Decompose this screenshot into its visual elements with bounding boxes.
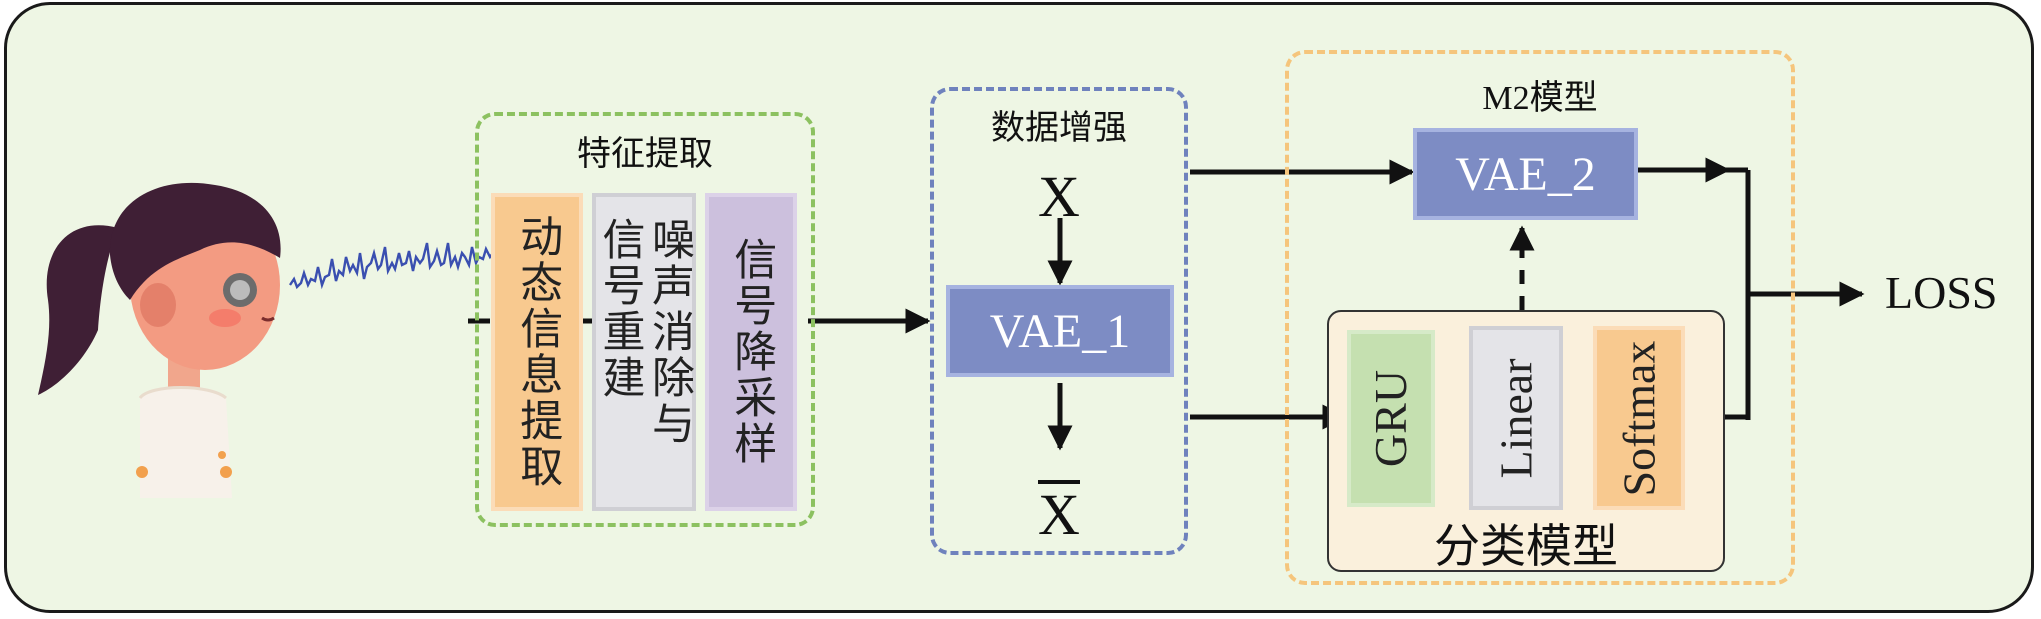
gru-layer: GRU <box>1347 330 1435 507</box>
classification-model-title: 分类模型 <box>1434 521 1618 572</box>
step-label: 噪声消除与信号重建 <box>596 217 693 447</box>
feature-extraction-group <box>475 112 815 527</box>
layer-label: GRU <box>1365 369 1417 468</box>
step-noise-removal-reconstruction: 噪声消除与信号重建 <box>592 193 696 511</box>
step-label: 信号降采样 <box>727 237 775 467</box>
m2-model-group <box>1285 50 1795 585</box>
loss-label: LOSS <box>1885 267 1998 318</box>
reconstructed-x-symbol: X <box>1038 480 1080 547</box>
vae-2-block: VAE_2 <box>1413 128 1638 220</box>
layer-label: Softmax <box>1613 340 1665 496</box>
data-augmentation-title: 数据增强 <box>991 110 1127 147</box>
linear-layer: Linear <box>1469 326 1563 510</box>
layer-label: Linear <box>1490 357 1542 479</box>
data-augmentation-group <box>930 87 1188 555</box>
input-x-symbol: X <box>1038 164 1080 229</box>
step-label: 动态信息提取 <box>513 214 561 490</box>
feature-extraction-title: 特征提取 <box>577 136 713 173</box>
m2-model-title: M2模型 <box>1482 80 1598 117</box>
softmax-layer: Softmax <box>1593 326 1685 510</box>
vae-1-block: VAE_1 <box>946 285 1174 377</box>
step-dynamic-info-extraction: 动态信息提取 <box>491 193 583 511</box>
step-signal-downsampling: 信号降采样 <box>705 193 797 511</box>
